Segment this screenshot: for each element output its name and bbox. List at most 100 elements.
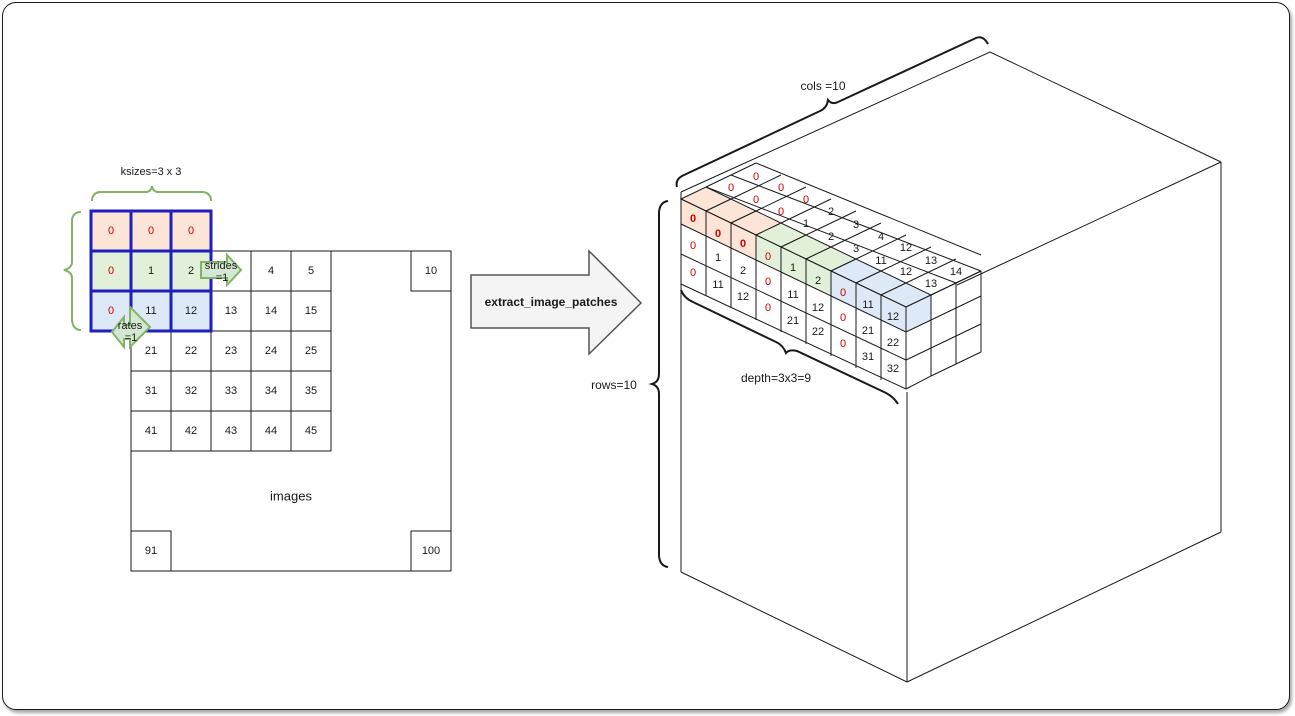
kernel-cell-pad [91, 211, 131, 251]
cube-value: 0 [840, 312, 846, 324]
cell-value: 100 [422, 545, 440, 557]
cube-value: 0 [765, 251, 771, 263]
depth-label: depth=3x3=9 [741, 371, 811, 385]
grid-cell [250, 370, 292, 412]
grid-cell [130, 530, 172, 572]
cube-value: 1 [790, 262, 796, 274]
cube-value: 0 [728, 182, 734, 194]
cube-top-edge [680, 51, 1222, 193]
cube-value: 0 [740, 238, 746, 250]
cell-value: 13 [225, 305, 237, 317]
cube-value: 11 [787, 289, 798, 301]
kernel-cell [131, 251, 171, 291]
kernel-cell [91, 251, 131, 291]
grid-cell [170, 410, 212, 452]
cube-value: 13 [925, 278, 937, 290]
rates-arrow: rates =1 [110, 304, 152, 350]
cube-value: 0 [690, 267, 696, 279]
rows-label: rows=10 [591, 378, 637, 392]
rates-value: =1 [125, 332, 138, 344]
cube-value: 3 [853, 219, 859, 231]
cell-value: 21 [145, 345, 157, 357]
images-label: images [270, 488, 312, 503]
cell-value: 35 [305, 385, 317, 397]
cube-value: 0 [765, 302, 771, 314]
grid-cell [210, 370, 252, 412]
kernel-value: 11 [145, 305, 156, 317]
cube-front-labels: 0 0 0 0 1 2 0 11 12 0 1 2 0 11 12 0 21 2… [690, 213, 899, 375]
cube-value: 0 [690, 213, 696, 225]
cube-top-labels: 0 0 0 0 0 0 1 2 2 3 4 3 11 12 12 13 13 1… [728, 171, 962, 290]
ksizes-label: ksizes=3 x 3 [121, 166, 182, 178]
cols-label: cols =10 [800, 79, 845, 93]
cube-top-right-edge [956, 161, 1222, 286]
kernel-window [89, 209, 213, 333]
cell-value: 42 [185, 425, 197, 437]
transform-label: extract_image_patches [485, 295, 618, 309]
cell-value: 31 [145, 385, 157, 397]
cube-value: 11 [712, 279, 723, 291]
cell-value: 23 [225, 345, 237, 357]
kernel-value: 0 [148, 225, 154, 237]
rates-label: rates [118, 320, 143, 332]
grid-cell [170, 370, 212, 412]
cube-value: 12 [887, 311, 899, 323]
cube-value: 0 [690, 240, 696, 252]
transform-arrow: extract_image_patches [470, 249, 643, 356]
cube-value: 12 [900, 266, 912, 278]
grid-cell [290, 330, 332, 372]
kernel-value: 0 [108, 225, 114, 237]
cube-value: 0 [840, 338, 846, 350]
kernel-labels: 0 0 0 0 1 2 0 11 12 [108, 225, 197, 317]
depth-brace [680, 289, 899, 405]
cell-value: 43 [225, 425, 237, 437]
strides-label: strides [205, 260, 238, 272]
cell-value: 44 [265, 425, 277, 437]
output-cube [680, 51, 1222, 683]
cube-value: 0 [803, 194, 809, 206]
cube-value: 1 [803, 218, 809, 230]
rows-brace [648, 200, 669, 568]
cube-braces [648, 36, 989, 568]
grid-labels: 4 5 10 13 14 15 21 22 23 24 25 31 32 33 … [145, 265, 440, 557]
grid-cell [210, 410, 252, 452]
kernel-value: 1 [148, 265, 154, 277]
grid-cell [210, 330, 252, 372]
cell-value: 41 [145, 425, 157, 437]
cube-value: 32 [887, 363, 899, 375]
kernel-value: 2 [188, 265, 194, 277]
cube-value: 12 [737, 291, 749, 303]
cube-value: 21 [862, 325, 874, 337]
cube-value: 4 [878, 231, 884, 243]
kernel-cell-pad [131, 211, 171, 251]
cube-value: 0 [753, 171, 759, 183]
cube-value: 22 [812, 326, 824, 338]
ksizes-brace [63, 185, 212, 331]
cell-value: 5 [308, 265, 314, 277]
cell-value: 32 [185, 385, 197, 397]
grid-cell [410, 250, 452, 292]
cube-value: 2 [740, 265, 746, 277]
kernel-cell [171, 291, 211, 331]
kernel-cell-pad [171, 211, 211, 251]
cube-value: 11 [875, 255, 886, 267]
cube-value: 2 [828, 231, 834, 243]
cell-value: 22 [185, 345, 197, 357]
cube-value: 12 [812, 302, 824, 314]
cell-value: 45 [305, 425, 317, 437]
cube-value: 2 [828, 206, 834, 218]
cube-value: 0 [753, 194, 759, 206]
cube-value: 3 [853, 243, 859, 255]
cube-value: 0 [840, 287, 846, 299]
cube-bottom-right-edge [906, 531, 1222, 683]
cell-value: 25 [305, 345, 317, 357]
cell-value: 91 [145, 545, 157, 557]
kernel-value: 12 [185, 305, 197, 317]
cube-value: 21 [787, 315, 799, 327]
grid-cell [250, 410, 292, 452]
cube-value: 2 [815, 275, 821, 287]
cube-value: 0 [715, 228, 721, 240]
cube-value: 11 [862, 299, 873, 311]
cube-value: 22 [887, 337, 899, 349]
